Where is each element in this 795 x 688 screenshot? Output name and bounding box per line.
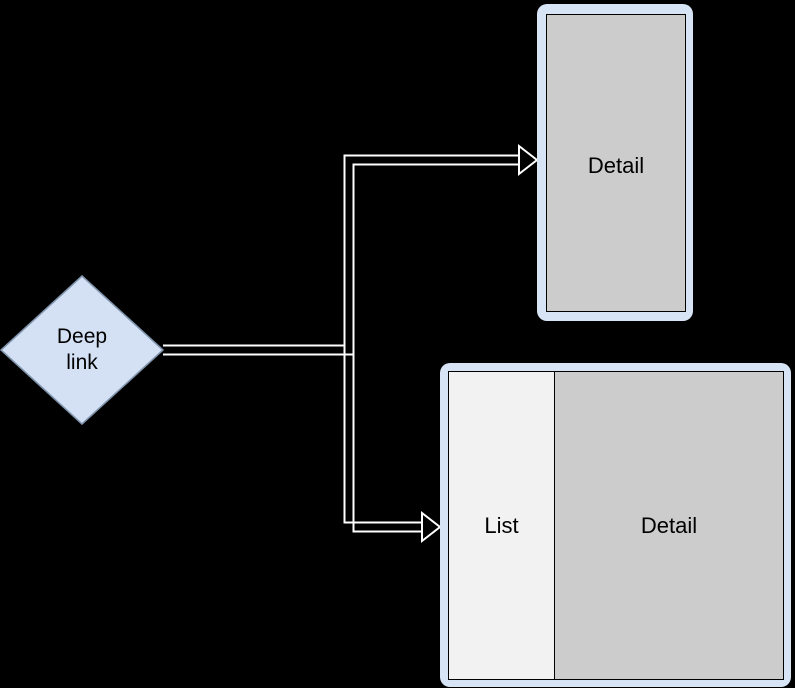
node-list-detail-card[interactable]: List Detail	[440, 363, 791, 687]
detail-pane-split: Detail	[555, 372, 783, 679]
arrowhead-upper-icon	[518, 143, 539, 177]
list-pane: List	[449, 372, 555, 679]
detail-pane: Detail	[547, 15, 685, 311]
node-deep-link[interactable]: Deep link	[0, 275, 164, 425]
edge-line-lower	[163, 344, 423, 533]
edge-deep-link-to-detail[interactable]	[163, 143, 539, 356]
detail-card-screen: Detail	[546, 14, 686, 312]
node-detail-card[interactable]: Detail	[537, 4, 693, 321]
list-detail-card-screen: List Detail	[448, 371, 784, 680]
node-deep-link-label-group: Deep link	[0, 275, 164, 425]
node-deep-link-label-line1: Deep	[56, 325, 108, 348]
diamond-shape-icon	[0, 275, 164, 425]
arrowhead-lower-icon	[421, 510, 442, 544]
node-deep-link-label-line2: link	[66, 351, 98, 374]
edge-line-upper	[163, 154, 520, 356]
edge-deep-link-to-list-detail[interactable]	[163, 344, 442, 544]
